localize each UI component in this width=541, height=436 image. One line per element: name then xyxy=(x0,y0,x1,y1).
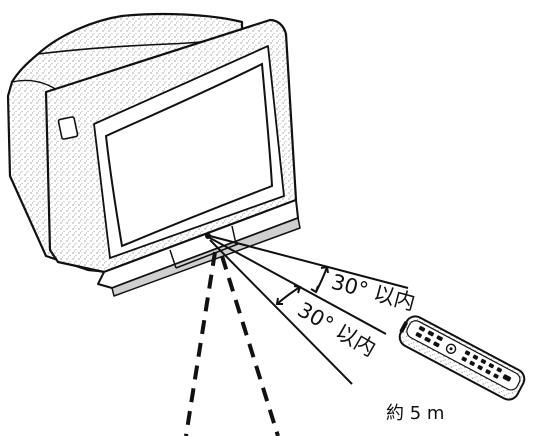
tv-screen xyxy=(104,62,274,248)
upper-arc-arrow-bottom xyxy=(310,285,319,294)
lower-limit-line xyxy=(209,239,353,385)
remote-buttons xyxy=(415,325,512,382)
upper-angle-label: 30° 以内 xyxy=(329,270,418,315)
television-icon xyxy=(6,12,301,297)
upper-limit-line xyxy=(209,235,409,289)
remote-sensor-icon xyxy=(205,233,211,239)
remote-top-face xyxy=(406,320,521,391)
tv-side-panel xyxy=(57,116,79,140)
dashed-line-right xyxy=(220,255,280,436)
remote-emitter xyxy=(399,321,408,333)
lower-arc-arrow-top xyxy=(293,285,302,294)
vertical-range-lines xyxy=(184,251,280,436)
angle-range-lines xyxy=(209,235,409,385)
upper-arc-arrow-top xyxy=(320,265,329,274)
distance-label: 約 5 m xyxy=(386,403,444,424)
dashed-line-left xyxy=(184,251,217,436)
lower-angle-arc xyxy=(276,286,301,305)
remote-control-icon xyxy=(398,315,526,401)
lower-arc-arrow-bottom xyxy=(275,297,283,305)
